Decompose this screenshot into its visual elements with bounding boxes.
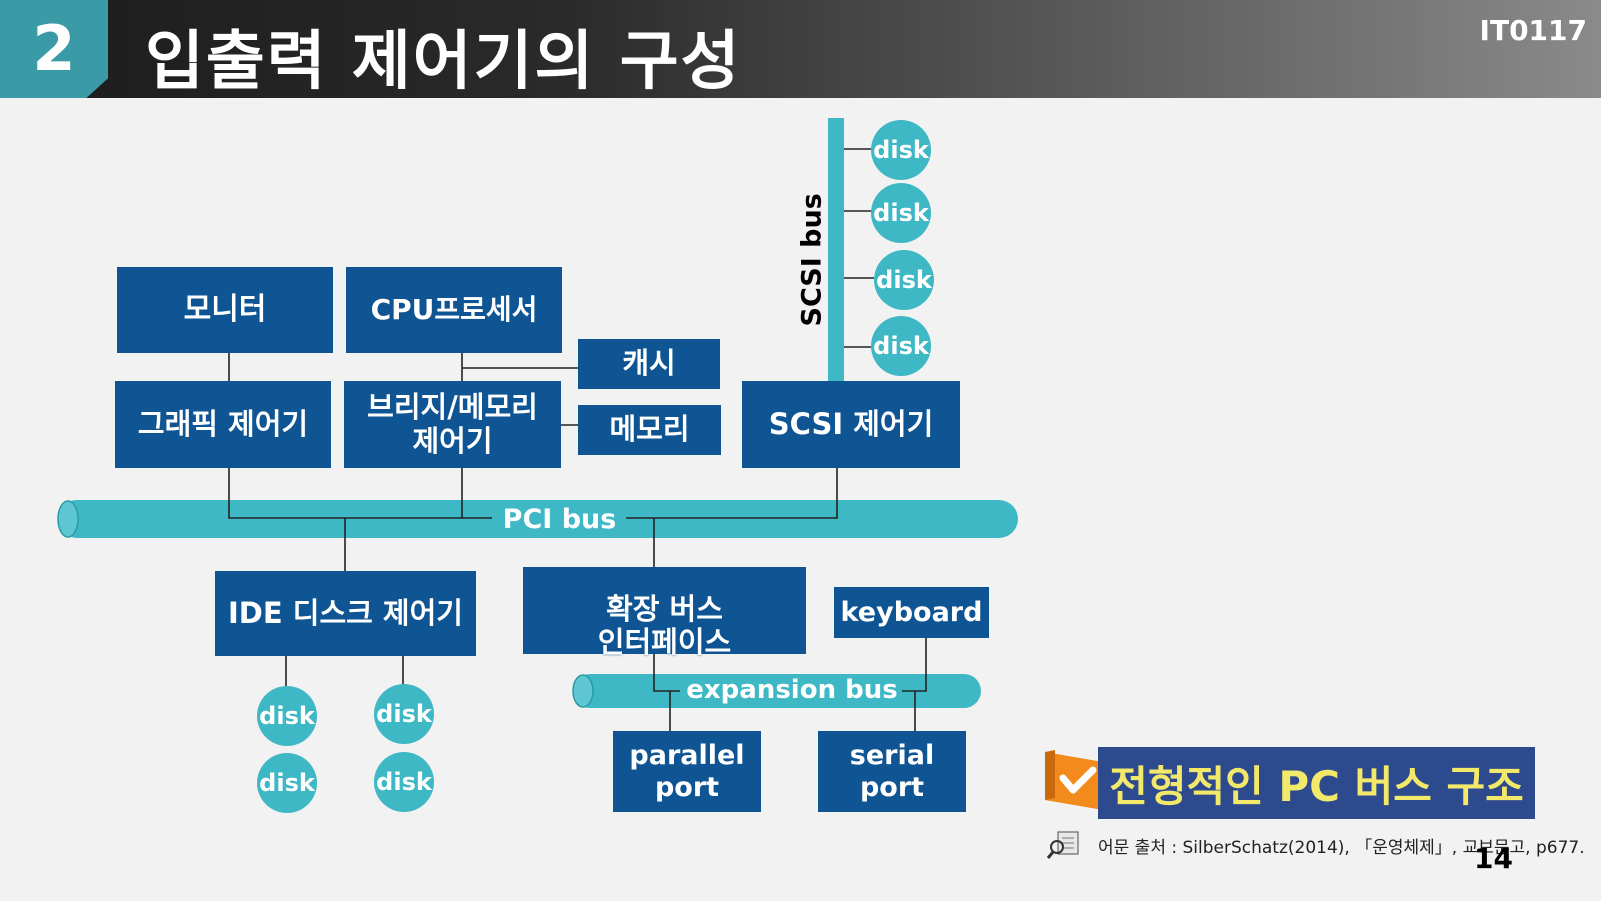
serial-port-box: serial port	[818, 731, 966, 812]
ide-disk-2: disk	[257, 753, 317, 813]
expansion-interface-line2: 인터페이스	[597, 625, 732, 660]
pci-bus-end	[57, 500, 79, 538]
ide-controller-label: IDE 디스크 제어기	[228, 595, 463, 630]
graphic-controller-label: 그래픽 제어기	[137, 406, 309, 441]
keyboard-label: keyboard	[840, 596, 983, 628]
serial-port-line2: port	[859, 771, 925, 803]
cache-label: 캐시	[622, 346, 676, 381]
ide-disk-3: disk	[374, 684, 434, 744]
source-citation: 어문 출처 : SilberSchatz(2014), 「운영체제」, 교보문고…	[1098, 838, 1585, 858]
keyboard-box: keyboard	[834, 587, 989, 638]
graphic-controller-box: 그래픽 제어기	[115, 381, 331, 468]
memory-box: 메모리	[578, 405, 721, 455]
section-number: 2	[32, 12, 76, 85]
section-number-box: 2	[0, 0, 108, 98]
scsi-disk-3: disk	[874, 250, 934, 310]
diagram-caption: 전형적인 PC 버스 구조	[1098, 747, 1535, 819]
checkmark-icon	[1045, 750, 1103, 810]
expansion-interface-box: 확장 버스 인터페이스	[523, 567, 806, 659]
monitor-label: 모니터	[183, 291, 267, 327]
header-bar: 2 입출력 제어기의 구성 IT0117	[0, 0, 1601, 99]
parallel-port-line1: parallel	[629, 740, 745, 772]
monitor-box: 모니터	[117, 267, 333, 353]
scsi-controller-box: SCSI 제어기	[742, 381, 960, 468]
ide-disk-1: disk	[257, 686, 317, 746]
cpu-label: CPU프로세서	[370, 292, 538, 326]
serial-port-line1: serial	[849, 740, 935, 772]
scsi-bus-label: SCSI bus	[796, 193, 828, 327]
expansion-bus-end	[572, 674, 594, 708]
expansion-interface-line1: 확장 버스	[606, 592, 723, 626]
bridge-memory-controller-box: 브리지/메모리 제어기	[344, 381, 561, 468]
bridge-label-line1: 브리지/메모리	[367, 390, 538, 425]
scsi-controller-label: SCSI 제어기	[768, 406, 934, 441]
parallel-port-line2: port	[654, 771, 720, 803]
scsi-disk-1: disk	[871, 120, 931, 180]
ide-disk-4: disk	[374, 752, 434, 812]
parallel-port-box: parallel port	[613, 731, 761, 812]
magnifier-icon	[1046, 831, 1079, 859]
ide-controller-box: IDE 디스크 제어기	[215, 571, 476, 656]
scsi-disk-4: disk	[871, 316, 931, 376]
cache-box: 캐시	[578, 339, 720, 389]
scsi-bus-shape	[828, 118, 844, 383]
page-number: 14	[1474, 842, 1513, 875]
cpu-box: CPU프로세서	[346, 267, 562, 353]
scsi-disk-2: disk	[871, 183, 931, 243]
bridge-label-line2: 제어기	[412, 423, 493, 458]
page-title: 입출력 제어기의 구성	[145, 25, 742, 99]
expansion-bus-label: expansion bus	[682, 675, 902, 705]
memory-label: 메모리	[609, 412, 690, 447]
course-code: IT0117	[1479, 14, 1587, 47]
pci-bus-label: PCI bus	[493, 504, 626, 535]
